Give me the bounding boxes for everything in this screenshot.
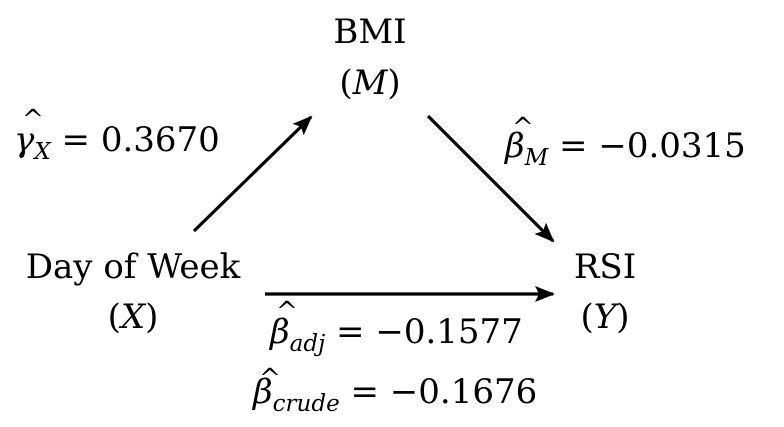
mediator-node: BMI (M) [333,12,406,103]
beta-crude-subscript: crude [273,391,340,417]
gamma-symbol: γ [14,120,35,160]
beta-m-value: −0.0315 [598,126,745,166]
label-beta-crude: βcrude = −0.1676 [251,372,537,417]
beta-adj-symbol: β [268,312,290,352]
beta-adj-subscript: adj [290,331,326,357]
beta-m-symbol: β [503,126,525,166]
outcome-symbol-group: (Y) [581,297,630,337]
gamma-value: 0.3670 [101,120,220,160]
exposure-symbol-group: (X) [108,297,159,337]
beta-crude-value: −0.1676 [390,372,537,412]
mediator-symbol-group: (M) [339,63,400,103]
beta-crude-symbol: β [251,372,273,412]
outcome-name: RSI [574,247,636,287]
outcome-symbol: Y [594,297,620,337]
label-beta-adj: βadj = −0.1577 [268,312,523,357]
label-beta-m: βM = −0.0315 [503,126,746,171]
label-gamma-x: γX = 0.3670 [14,120,220,165]
edge-mediator-to-outcome [426,114,555,243]
exposure-node: Day of Week (X) [26,247,241,337]
hat-accent-icon: ^ [259,364,281,394]
mediator-symbol: M [352,63,389,103]
edge-exposure-to-mediator [192,115,313,233]
beta-adj-value: −0.1577 [375,312,522,352]
beta-m-subscript: M [524,145,550,171]
hat-accent-icon: ^ [512,113,534,143]
mediator-name: BMI [333,12,406,52]
exposure-symbol: X [118,297,147,337]
outcome-node: RSI (Y) [574,247,636,337]
gamma-subscript: X [32,139,52,165]
exposure-name: Day of Week [26,247,241,287]
hat-accent-icon: ^ [22,105,44,135]
hat-accent-icon: ^ [276,297,298,327]
